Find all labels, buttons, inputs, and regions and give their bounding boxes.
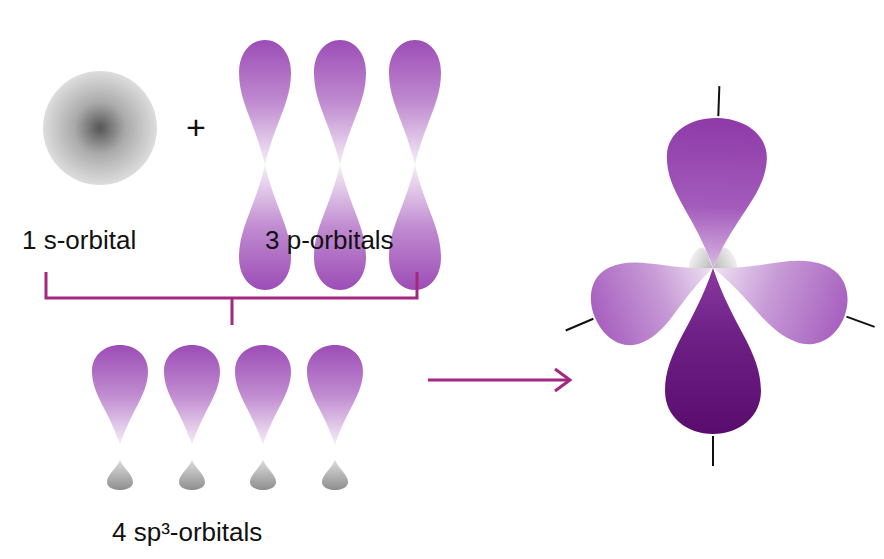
orbital-label: 4 sp³-orbitals <box>112 518 262 548</box>
s-orbital <box>43 71 157 185</box>
tetrahedral-orbitals <box>566 86 875 466</box>
sp3-lobe <box>235 345 291 445</box>
plus-sign: + <box>186 108 206 147</box>
p-lobe <box>239 40 291 165</box>
bond-axis <box>718 86 719 116</box>
p-orbitals <box>239 40 441 290</box>
arrow <box>428 379 568 382</box>
bond-axis <box>712 436 714 466</box>
sp3-orbitals <box>92 345 363 490</box>
p-lobe <box>389 40 441 165</box>
hybrid-lobe <box>665 268 761 434</box>
bond-axis <box>846 317 874 327</box>
bracket <box>46 272 417 325</box>
orbital-label: 1 s-orbital <box>22 226 136 256</box>
sp3-small-lobe <box>179 460 205 490</box>
arrow-head <box>555 369 570 391</box>
p-lobe <box>314 40 366 165</box>
sp3-lobe <box>307 345 363 445</box>
sp3-small-lobe <box>322 460 348 490</box>
orbital-label: 3 p-orbitals <box>265 226 394 256</box>
sp3-lobe <box>92 345 148 445</box>
sp3-small-lobe <box>250 460 276 490</box>
sp3-lobe <box>164 345 220 445</box>
p-lobe <box>389 165 441 290</box>
bond-axis <box>566 319 594 331</box>
hybrid-lobe <box>663 116 768 269</box>
sp3-small-lobe <box>107 460 133 490</box>
